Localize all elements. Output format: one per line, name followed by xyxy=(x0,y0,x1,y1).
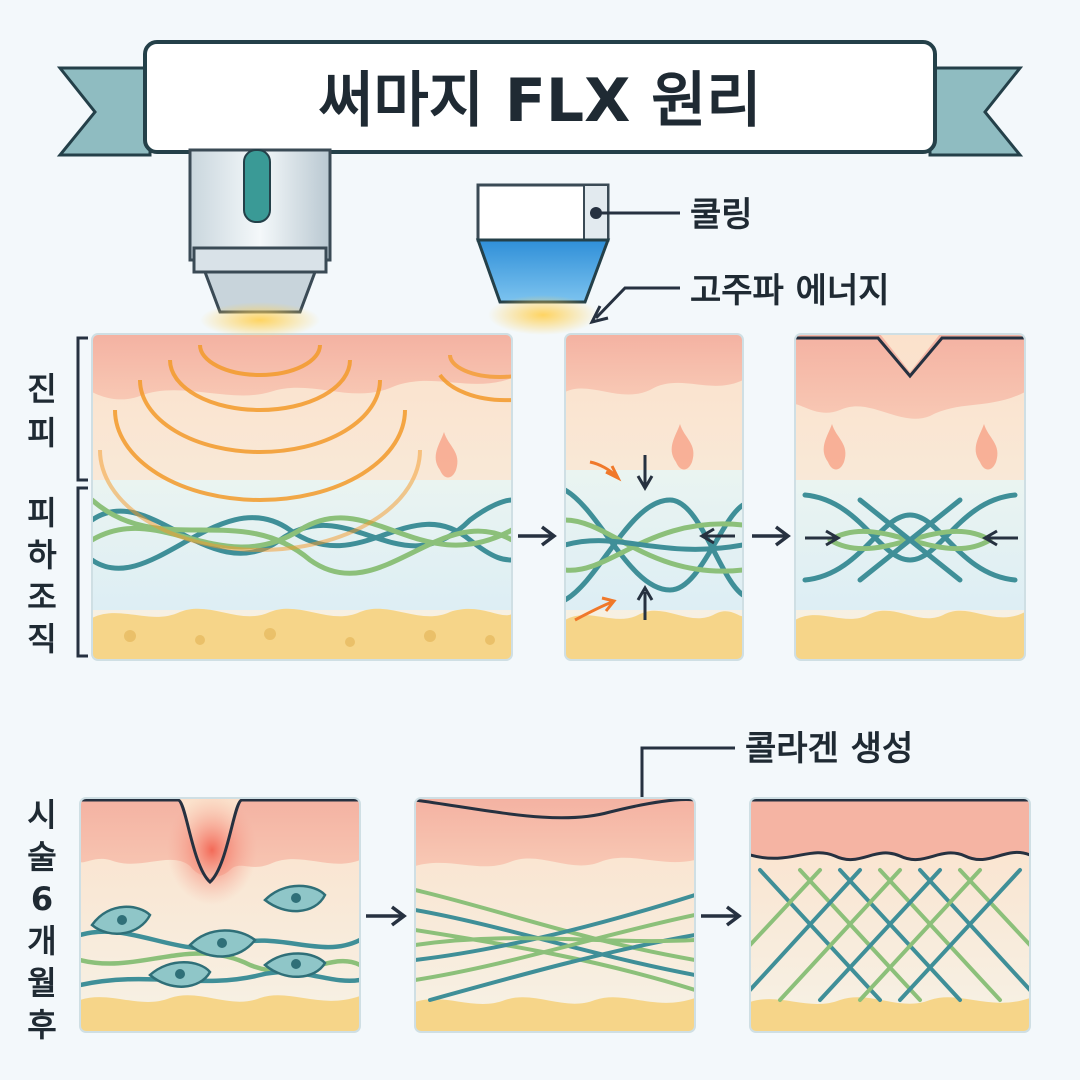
flame-icon xyxy=(435,432,458,478)
cooling-label: 쿨링 xyxy=(690,195,753,235)
rf-energy-waves xyxy=(98,344,512,552)
rf-energy-label: 고주파 에너지 xyxy=(690,271,890,311)
panel-fibroblast-activation xyxy=(79,797,361,1033)
subcutaneous-label-3: 조 xyxy=(27,578,56,616)
flame-icon xyxy=(975,424,998,470)
probe-device-right xyxy=(475,183,611,335)
after-label-6: 후 xyxy=(27,1006,56,1044)
flow-arrow xyxy=(518,525,557,547)
subcutaneous-label-4: 직 xyxy=(27,620,56,658)
compression-arrows xyxy=(574,455,735,622)
collagen-label: 콜라겐 생성 xyxy=(745,729,913,769)
flame-icon xyxy=(823,424,846,470)
panel-rf-heating xyxy=(91,333,513,661)
title-text: 써마지 FLX 원리 xyxy=(318,66,761,136)
cooling-callout: 쿨링 xyxy=(590,195,753,235)
subcutaneous-label-2: 하 xyxy=(27,536,57,574)
title-banner: 써마지 FLX 원리 xyxy=(56,40,1024,157)
after-label-2: 술 xyxy=(27,838,56,876)
layer-bracket-dermis xyxy=(76,336,88,482)
after-label-5: 월 xyxy=(27,964,56,1002)
compression-arrows xyxy=(805,529,1018,547)
banner-ribbon-right xyxy=(928,66,1024,157)
panel-collagen-generation xyxy=(414,797,696,1033)
flame-icon xyxy=(671,424,694,470)
panel-firm-skin xyxy=(749,797,1031,1033)
subcutaneous-label-1: 피 xyxy=(27,494,56,532)
panel-collagen-contraction xyxy=(564,333,744,661)
after-label-3: 6 xyxy=(31,880,53,918)
flow-arrow xyxy=(701,905,742,927)
banner-ribbon-left xyxy=(56,66,152,157)
after-label-4: 개 xyxy=(27,922,56,960)
layer-bracket-subcutaneous xyxy=(76,486,88,658)
dermis-label-2: 피 xyxy=(27,414,56,452)
probe-device-left xyxy=(188,148,332,338)
panel-tightened-skin xyxy=(794,333,1026,661)
collagen-callout: 콜라겐 생성 xyxy=(636,729,913,898)
flow-arrow xyxy=(752,525,791,547)
dermis-label-1: 진 xyxy=(27,370,56,408)
after-label-1: 시 xyxy=(27,796,56,834)
flow-arrow xyxy=(366,905,407,927)
rf-energy-callout: 고주파 에너지 xyxy=(589,271,890,325)
